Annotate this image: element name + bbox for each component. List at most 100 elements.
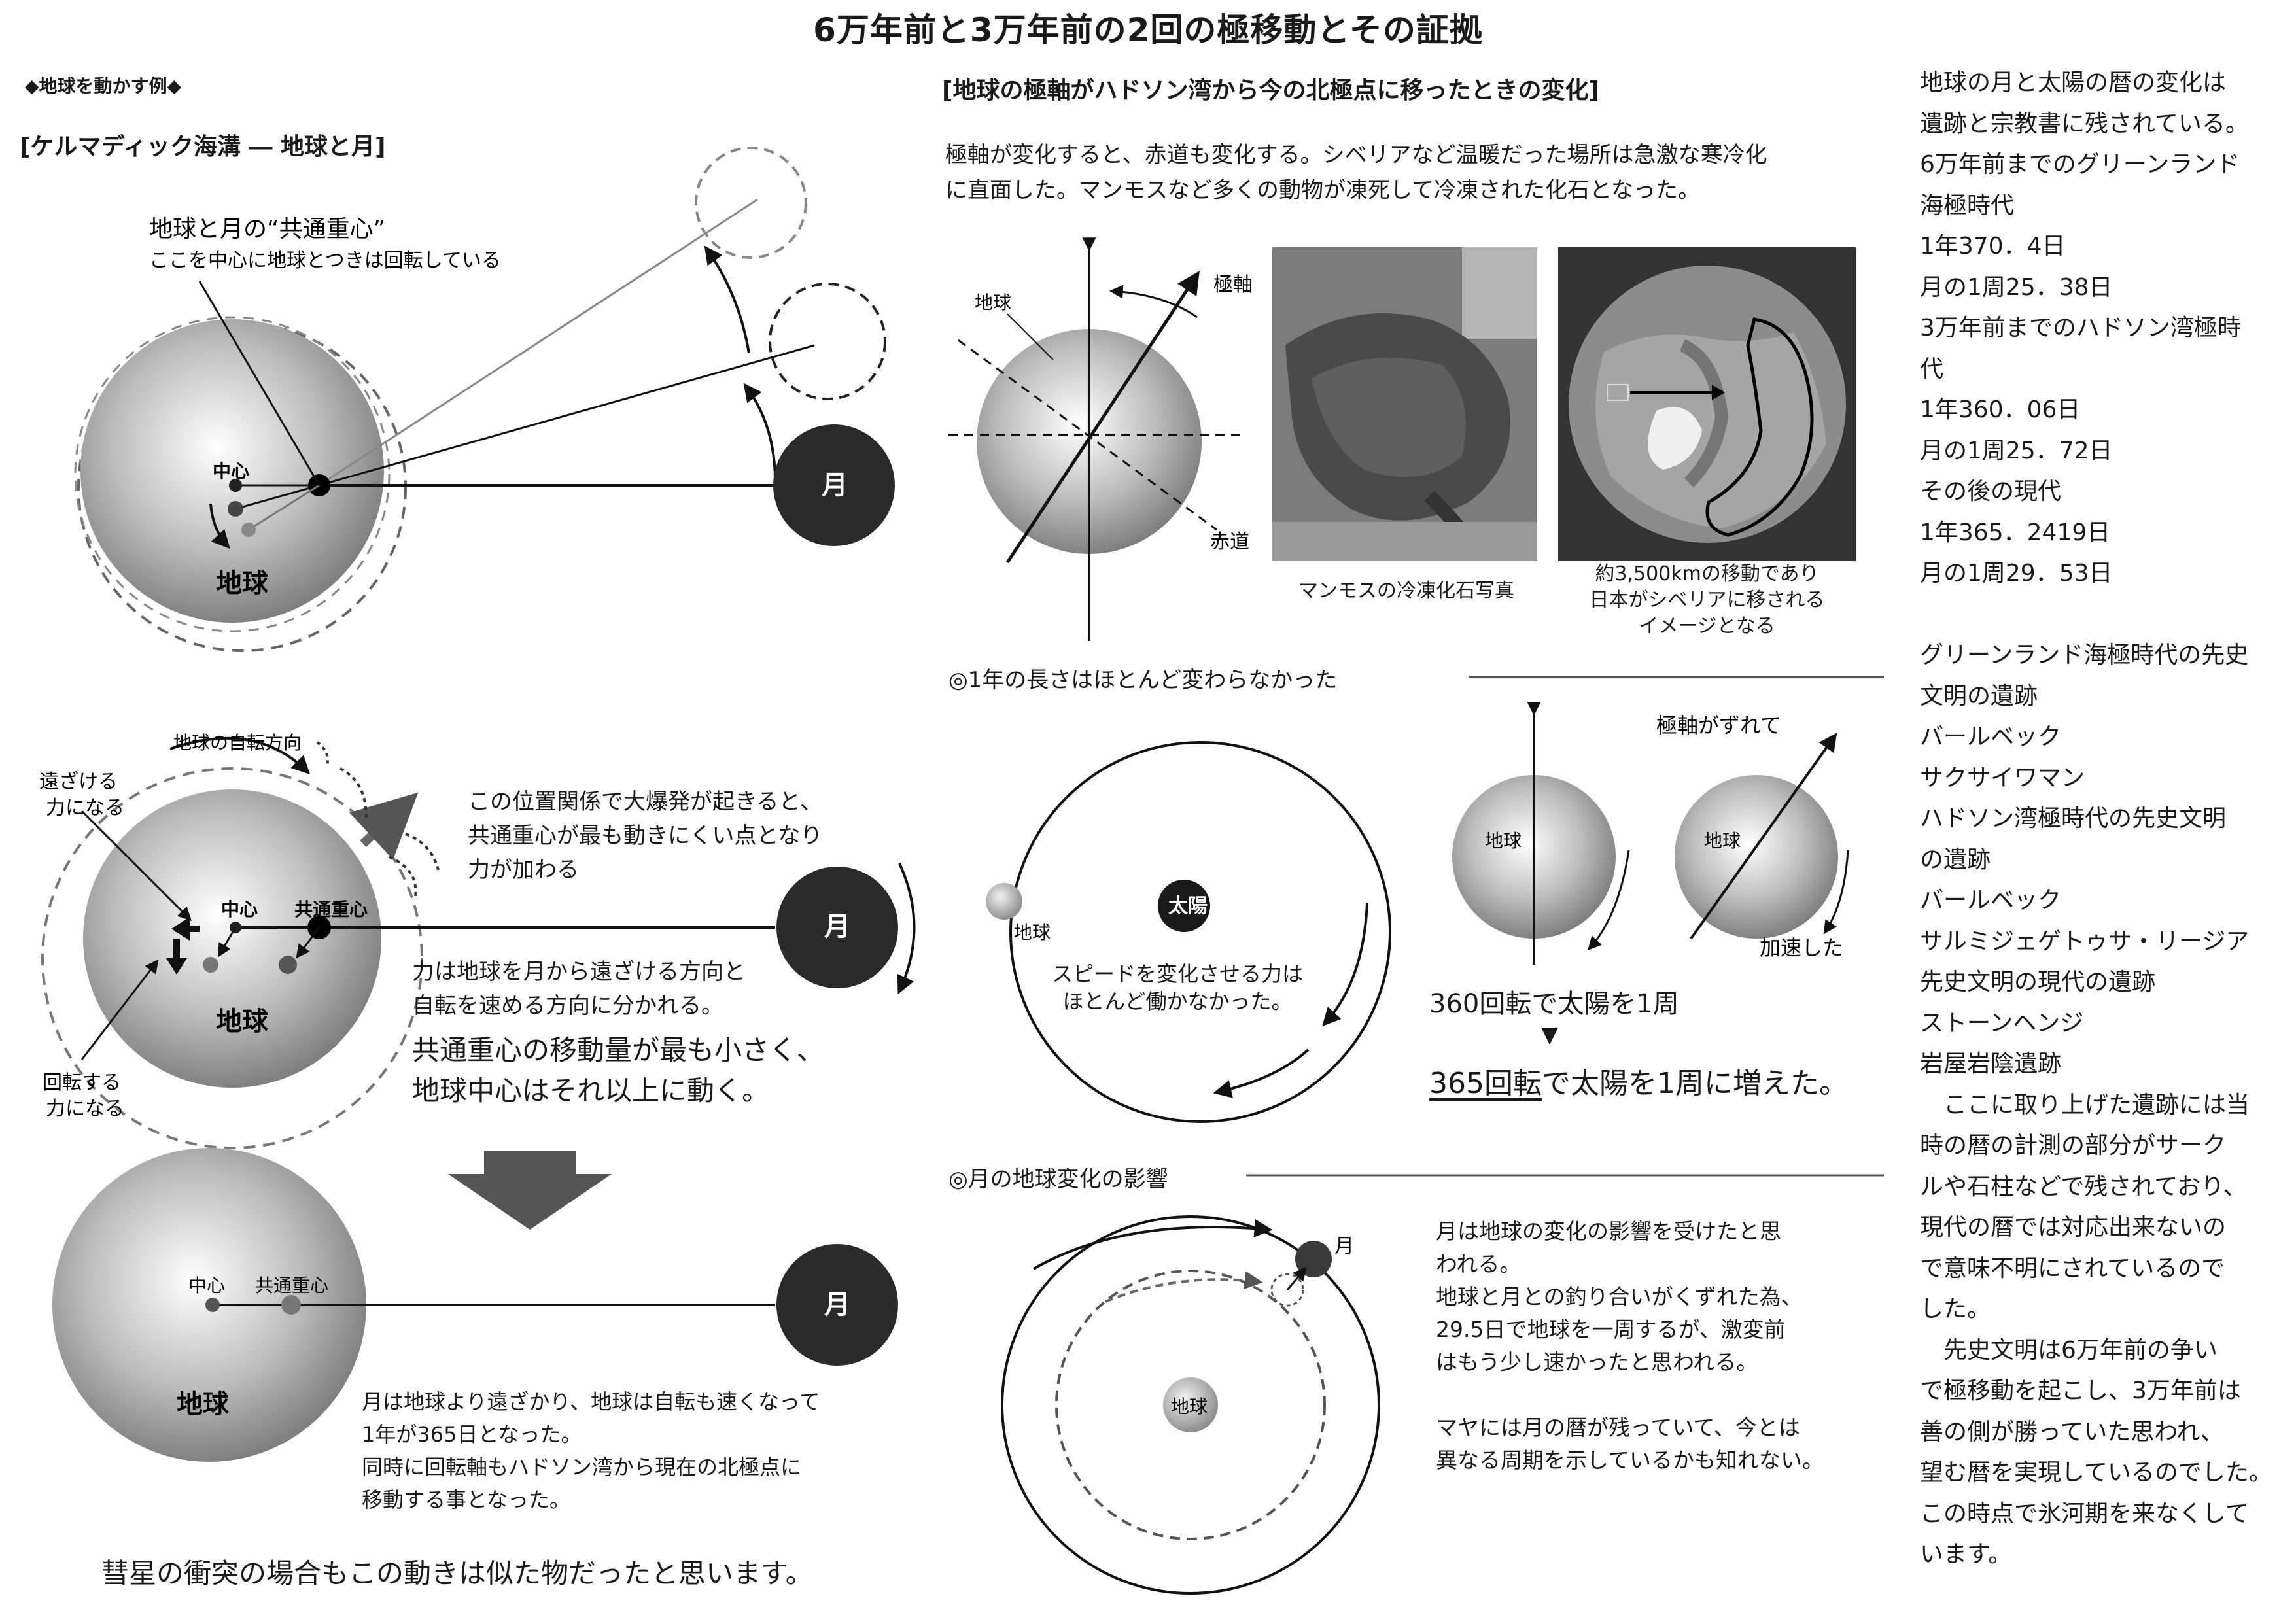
orbit-earth (986, 883, 1022, 920)
mammoth-photo (1272, 247, 1537, 561)
barycenter-point-3 (281, 1295, 301, 1315)
left-section-title: [ケルマディック海溝 ― 地球と月] (20, 133, 386, 160)
year-line2-underlined: 365回転 (1429, 1067, 1542, 1100)
equator-label: 赤道 (1210, 530, 1249, 553)
year-line2-rest: で太陽を1周に増えた。 (1541, 1067, 1848, 1100)
earth-after-shift (1675, 775, 1838, 939)
moon-motion-arrow-2 (704, 245, 750, 354)
earth-center-3 (241, 523, 256, 537)
explosion-arrow (349, 792, 419, 860)
orbit-earth-label: 地球 (1014, 922, 1051, 943)
moon-section-moon-label: 月 (1334, 1235, 1354, 1258)
transition-arrow (448, 1151, 612, 1230)
earth-b-label: 地球 (1704, 830, 1741, 852)
moon-section-text: 月は地球の変化の影響を受けたと思 われる。 地球と月との釣り合いがくずれた為、 … (1436, 1219, 1824, 1473)
moon (773, 424, 895, 546)
earth-orbit-circle (1009, 741, 1391, 1123)
example-label: ◆地球を動かす例◆ (25, 75, 182, 97)
earth-sphere (80, 319, 384, 623)
moon-2 (776, 867, 898, 988)
push-away-label-1: 遠ざける (39, 770, 118, 793)
moon-former-position (1270, 1273, 1304, 1307)
new-polar-axis (1005, 271, 1200, 564)
year-line2: 365回転で太陽を1周に増えた。 (1429, 1060, 1848, 1101)
fig1-earth-label: 地球 (216, 568, 269, 598)
moon-3 (776, 1244, 898, 1366)
sun-label: 太陽 (1168, 895, 1208, 918)
bold-conclusion: 共通重心の移動量が最も小さく、 地球中心はそれ以上に動く。 (412, 1034, 825, 1107)
page-title: 6万年前と3万年前の2回の極移動とその証拠 (813, 11, 1483, 49)
center-link-2 (235, 484, 320, 510)
mammoth-caption: マンモスの冷凍化石写真 (1298, 580, 1514, 602)
moon-motion-arrow-1 (743, 383, 776, 481)
rotate-leader (80, 959, 159, 1060)
moon-section: 地球 月 (1001, 1174, 1884, 1595)
moon-position-3 (695, 147, 807, 259)
barycenter-leader (198, 281, 321, 486)
fig3-moon-label: 月 (824, 1290, 850, 1320)
earth-expanded-outline (41, 767, 423, 1149)
fig1-moon-label: 月 (822, 470, 848, 500)
polar-axis-label: 極軸 (1213, 273, 1253, 296)
axis-figure: 地球 極軸 赤道 (948, 237, 1253, 641)
fig3-center-label: 中心 (188, 1275, 225, 1296)
axis-shift-label: 極軸がずれて (1656, 713, 1781, 738)
moon-position-2 (769, 283, 886, 400)
explosion-text: この位置関係で大爆発が起きると、 共通重心が最も動きにくい点となり 力が加わる (468, 789, 823, 883)
earth-center-2c (279, 956, 297, 974)
center-motion-arrow (209, 503, 230, 549)
orbit-arrow-1 (1322, 902, 1368, 1027)
axis-earth-label: 地球 (975, 292, 1011, 313)
fig1-center-label: 中心 (213, 460, 249, 482)
accelerated-label: 加速した (1760, 935, 1843, 960)
middle-intro: 極軸が変化すると、赤道も変化する。シベリアなど温暖だった場所は急激な寒冷化 に直… (945, 142, 1767, 203)
moon-orbit-line-2 (319, 198, 758, 487)
fig3-result: 中心 共通重心 地球 月 (52, 1148, 898, 1462)
earth-a-label: 地球 (1485, 830, 1522, 852)
force-text: 力は地球を月から遠ざける方向と 自転を速める方向に分かれる。 (412, 959, 746, 1019)
earth-center-2 (228, 501, 243, 517)
explosion-burst-3 (389, 856, 417, 897)
push-arrowhead (171, 917, 190, 941)
barycenter-label: 地球と月の“共通重心” (149, 216, 385, 243)
earth-sphere-2 (83, 789, 381, 1088)
fig3-text: 月は地球より遠ざかり、地球は自転も速くなって 1年が365日となった。 同時に回… (362, 1389, 820, 1512)
explosion-burst-1 (339, 767, 368, 818)
barycenter-note: ここを中心に地球とつきは回転している (149, 249, 501, 272)
moon-shift-arrow (1286, 1266, 1307, 1290)
fig2-moon-label: 月 (824, 912, 850, 942)
moon-outer-orbit (1001, 1215, 1380, 1595)
year-arrow: ▼ (1541, 1022, 1559, 1048)
fig2-barycenter-label: 共通重心 (294, 899, 368, 920)
earth-center-3 (205, 1298, 220, 1312)
orbit-text: スピードを変化させる力は ほとんど働かなかった。 (1051, 961, 1303, 1014)
center-shift-arrow (217, 927, 237, 958)
comet-note: 彗星の衝突の場合もこの動きは似た物だったと思います。 (101, 1557, 813, 1589)
moon-orbit-arrow (897, 863, 916, 995)
moon-inner-arrow (1105, 1271, 1263, 1303)
fig1-earth-moon: 中心 地球 月 地球と月の“共通重心” ここを中心に地球とつきは回転している (74, 147, 895, 652)
earth-center-2b (203, 957, 218, 973)
year-line1: 360回転で太陽を1周 (1429, 989, 1679, 1019)
globe-photo (1558, 247, 1856, 561)
moon-outer-arrow (1033, 1219, 1273, 1270)
fig3-earth-label: 地球 (177, 1389, 230, 1419)
earth-after-axis (1690, 733, 1837, 940)
rotate-label-1: 回転する (43, 1071, 121, 1094)
sun (1158, 880, 1210, 932)
fig2-earth-label: 地球 (216, 1007, 269, 1037)
middle-section-title: [地球の極軸がハドソン湾から今の北極点に移ったときの変化] (942, 77, 1599, 104)
rotate-label-2: 力になる (46, 1098, 124, 1120)
fig2-center-label: 中心 (221, 899, 258, 920)
explosion-burst-2 (405, 833, 440, 871)
earth-center-1 (229, 479, 242, 492)
fig2-explosion: 地球の自転方向 遠ざける 力になる 回転する 力になる 中心 共通重心 地球 月 (39, 732, 916, 1149)
moon-section-earth-label: 地球 (1171, 1396, 1208, 1417)
moon-orbit-line-1 (319, 344, 815, 487)
moon-heading: ◎月の地球変化の影響 (948, 1166, 1168, 1192)
right-column-text: 地球の月と太陽の暦の変化は 遺跡と宗教書に残されている。 6万年前までのグリーン… (1920, 69, 2272, 1568)
axis-earth-leader (1007, 313, 1054, 360)
spin-arrow-2 (1823, 850, 1849, 935)
spin-arrow-1 (1588, 850, 1630, 951)
year-heading: ◎1年の長さはほとんど変わらなかった (948, 667, 1338, 693)
